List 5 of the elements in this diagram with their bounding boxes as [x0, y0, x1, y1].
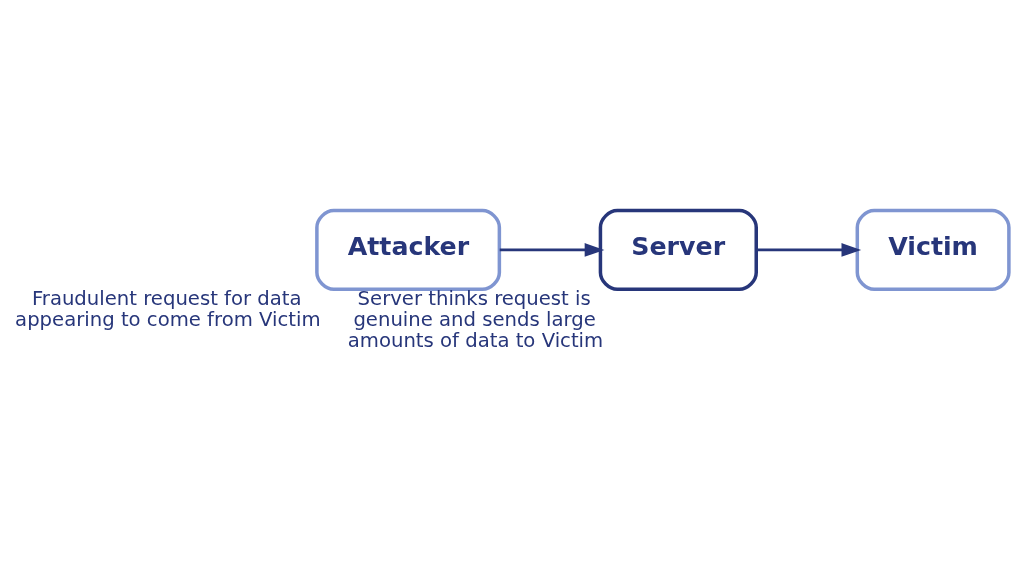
node-box: Victim: [855, 208, 1011, 291]
node-box: Server: [598, 208, 758, 291]
arrow: [756, 243, 862, 257]
arrow: [499, 243, 605, 257]
node-box: Attacker: [315, 208, 502, 291]
